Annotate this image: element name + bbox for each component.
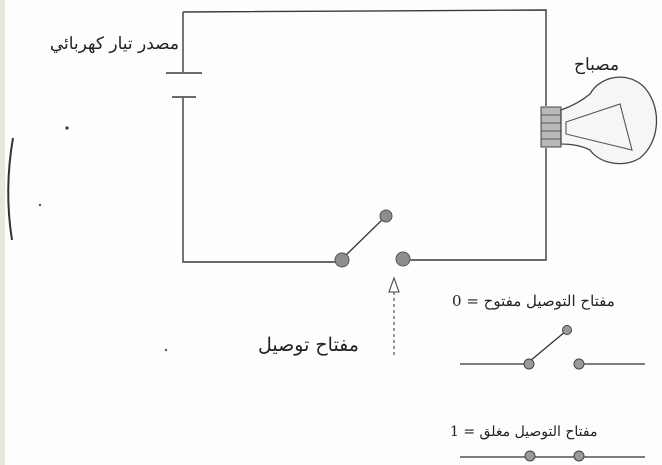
pen-stroke-mark [7, 137, 14, 241]
lamp-base [540, 106, 562, 148]
scan-edge [0, 0, 5, 465]
switch-pivot-tip [379, 209, 393, 223]
pointer-arrow-head [388, 276, 400, 293]
switch-contact-right [395, 251, 411, 267]
circuit-wires [182, 9, 547, 263]
lamp-icon [540, 76, 658, 165]
switch-contact-left [334, 252, 350, 268]
wire-top [182, 9, 547, 106]
switch-lever [342, 216, 386, 259]
lamp-label: مصباح [574, 55, 620, 75]
stray-dot [38, 203, 42, 207]
switch-label: مفتاح توصيل [258, 334, 359, 356]
lamp-filament [565, 103, 633, 151]
legend-closed-switch [460, 450, 645, 462]
stray-dot [164, 348, 168, 352]
wire-left-lower [182, 98, 340, 263]
power-source-label: مصدر تيار كهربائي [49, 34, 179, 54]
switch-closed-label: مفتاح التوصيل مغلق = 1 [450, 424, 598, 440]
battery-symbol [166, 72, 202, 98]
switch-open-label: مفتاح التوصيل مفتوح = 0 [452, 292, 615, 310]
lamp-bulb [560, 76, 658, 165]
wire-right [402, 148, 547, 261]
stray-dot [65, 126, 69, 130]
legend-open-lever [529, 330, 567, 362]
legend-open-switch [460, 325, 645, 370]
